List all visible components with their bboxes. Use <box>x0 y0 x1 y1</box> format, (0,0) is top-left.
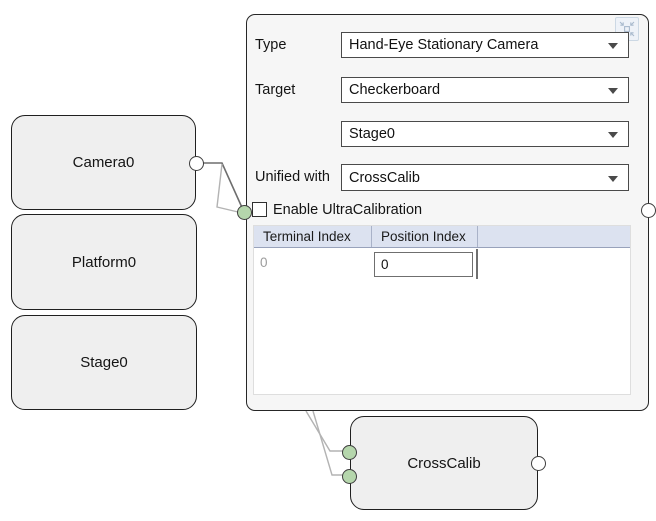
stage-select[interactable]: Stage0 <box>341 121 629 147</box>
dropdown-arrow-icon <box>608 43 618 49</box>
node-crosscalib[interactable]: CrossCalib <box>350 416 538 510</box>
node-camera0-label: Camera0 <box>72 154 135 171</box>
node-platform0-label: Platform0 <box>71 253 137 271</box>
node-stage0[interactable]: Stage0 <box>11 315 197 410</box>
crosscalib-input-port-1[interactable] <box>341 444 357 460</box>
field-row-stage: Stage0 <box>247 121 648 147</box>
terminal-index-column-header[interactable]: Terminal Index <box>254 226 372 247</box>
unified-with-select[interactable]: CrossCalib <box>341 164 629 191</box>
dropdown-arrow-icon <box>608 132 618 138</box>
wire-panel-to-crosscalib-2[interactable] <box>312 410 343 476</box>
node-platform0[interactable]: Platform0 <box>11 214 197 310</box>
position-index-column-header[interactable]: Position Index <box>372 226 478 247</box>
target-select[interactable]: Checkerboard <box>341 77 629 103</box>
wire-panel-to-crosscalib-1[interactable] <box>305 410 343 452</box>
index-table: Terminal Index Position Index 0 <box>253 225 631 395</box>
node-stage0-label: Stage0 <box>80 354 128 371</box>
type-select[interactable]: Hand-Eye Stationary Camera <box>341 32 629 58</box>
unified-with-label: Unified with <box>255 169 330 185</box>
camera0-output-port[interactable] <box>188 155 204 171</box>
table-row[interactable]: 0 <box>254 248 630 279</box>
calibration-settings-panel: Type Hand-Eye Stationary Camera Target C… <box>246 14 649 411</box>
wire-camera0-to-panel[interactable] <box>196 162 245 213</box>
field-row-target: Target Checkerboard <box>247 77 648 103</box>
active-column-divider <box>476 249 478 279</box>
field-row-type: Type Hand-Eye Stationary Camera <box>247 32 648 58</box>
empty-column-header <box>478 226 630 247</box>
enable-ultracalibration-checkbox[interactable] <box>252 202 267 217</box>
stage-select-value: Stage0 <box>349 126 395 142</box>
dropdown-arrow-icon <box>608 176 618 182</box>
target-select-value: Checkerboard <box>349 82 441 98</box>
type-select-value: Hand-Eye Stationary Camera <box>349 37 539 53</box>
dropdown-arrow-icon <box>608 88 618 94</box>
node-crosscalib-label: CrossCalib <box>407 454 481 472</box>
crosscalib-output-port[interactable] <box>530 455 546 471</box>
panel-input-port[interactable] <box>236 204 252 220</box>
enable-ultracalibration-label: Enable UltraCalibration <box>273 202 423 218</box>
index-table-header: Terminal Index Position Index <box>254 226 630 248</box>
panel-output-port[interactable] <box>640 202 656 218</box>
type-label: Type <box>255 37 287 53</box>
target-label: Target <box>255 82 296 98</box>
node-camera0[interactable]: Camera0 <box>11 115 196 210</box>
unified-with-select-value: CrossCalib <box>349 169 420 186</box>
wire-camera0-to-panel-routed[interactable] <box>216 163 239 213</box>
position-index-input[interactable] <box>374 252 473 277</box>
terminal-index-cell[interactable]: 0 <box>260 255 268 270</box>
crosscalib-input-port-2[interactable] <box>341 468 357 484</box>
enable-ultracalibration-row: Enable UltraCalibration <box>247 201 648 220</box>
field-row-unified-with: Unified with CrossCalib <box>247 164 648 191</box>
